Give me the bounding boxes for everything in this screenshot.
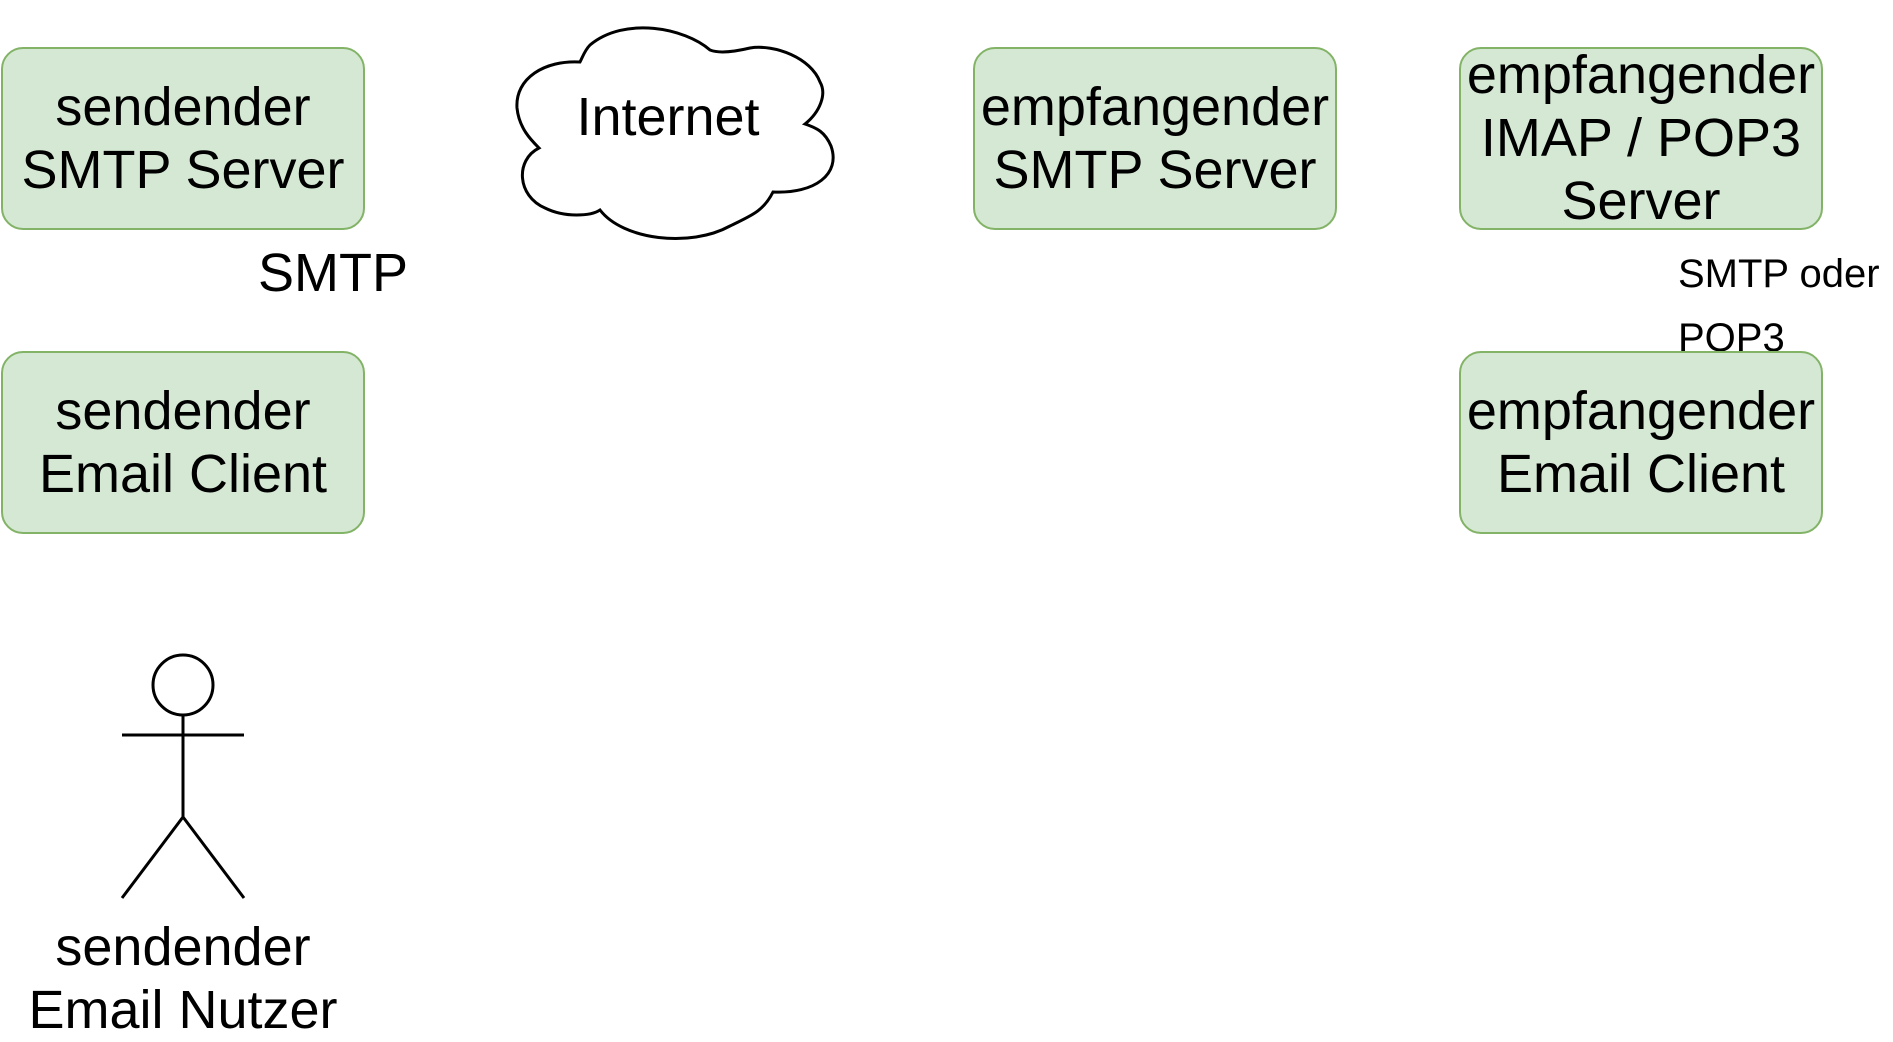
sender-email-client-label: sendender Email Client (38, 380, 328, 504)
sender-email-user-label: sendender Email Nutzer (28, 917, 338, 1040)
receiver-imap-pop3-server-node[interactable]: empfangender IMAP / POP3 Server (1459, 45, 1823, 231)
receiver-email-client-node[interactable]: empfangender Email Client (1459, 351, 1823, 534)
receiver-smtp-server-node[interactable]: empfangender SMTP Server (973, 47, 1337, 230)
smtp-or-pop3-edge-label: SMTP oder POP3 (1678, 252, 1880, 360)
smtp-edge-label: SMTP (258, 243, 409, 303)
receiver-email-client-label: empfangender Email Client (1466, 380, 1816, 504)
cloud-icon (515, 26, 835, 241)
sender-smtp-server-node[interactable]: sendender SMTP Server (1, 47, 365, 230)
sender-smtp-server-label: sendender SMTP Server (21, 76, 345, 200)
internet-label: Internet (576, 87, 760, 147)
internet-node[interactable]: Internet (505, 20, 841, 241)
sender-email-user-node[interactable]: sendender Email Nutzer (0, 650, 366, 1040)
sender-email-client-node[interactable]: sendender Email Client (1, 351, 365, 534)
receiver-smtp-server-label: empfangender SMTP Server (980, 76, 1330, 200)
actor-icon (120, 653, 246, 899)
receiver-imap-pop3-server-label: empfangender IMAP / POP3 Server (1466, 45, 1816, 231)
